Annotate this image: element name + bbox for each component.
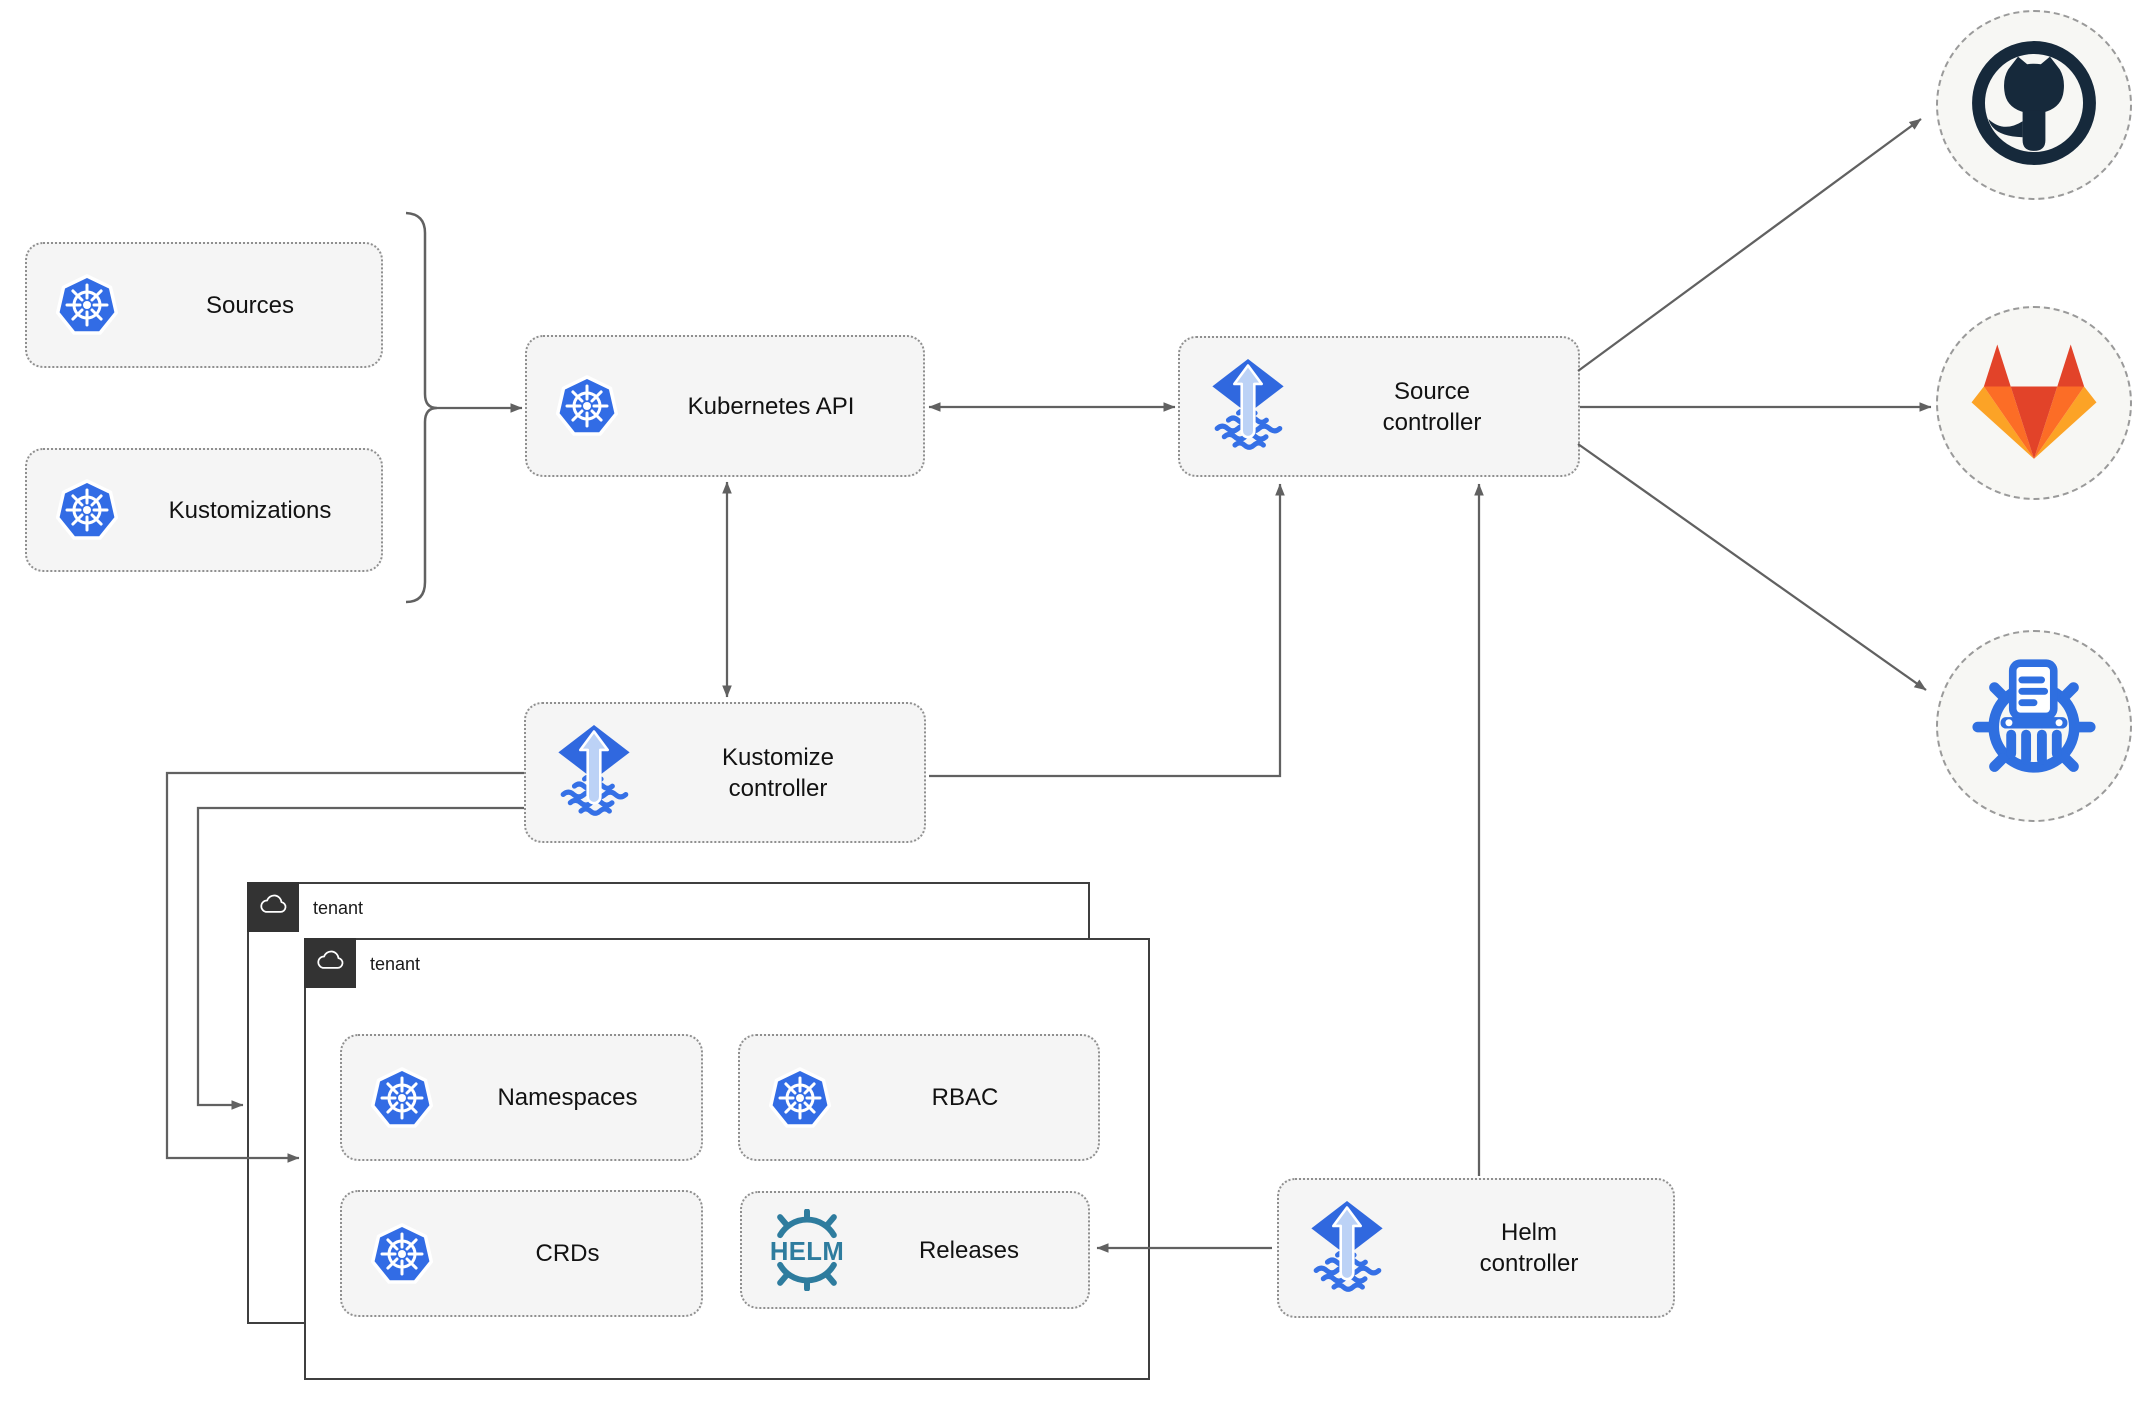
node-kubernetes-api-label: Kubernetes API bbox=[687, 392, 855, 420]
edge-kustomize-to-source-controller bbox=[929, 483, 1285, 778]
brace-sources-kustomizations bbox=[405, 211, 438, 604]
node-namespaces: Namespaces bbox=[340, 1034, 703, 1161]
label-line2: controller bbox=[1479, 1250, 1579, 1277]
label-line2: controller bbox=[728, 774, 828, 802]
gitlab-tanuki-icon bbox=[1970, 341, 2098, 466]
node-crds-label: CRDs bbox=[535, 1240, 600, 1267]
node-kustomizations: Kustomizations bbox=[25, 448, 383, 572]
flux-icon bbox=[556, 725, 632, 820]
tenant-outer-badge bbox=[247, 882, 299, 932]
tenant-inner-label: tenant bbox=[370, 954, 421, 974]
label-line1: Source bbox=[1393, 377, 1471, 405]
node-releases-label: Releases bbox=[918, 1236, 1020, 1264]
flux-icon bbox=[1210, 359, 1286, 454]
chart-repository-icon bbox=[1958, 648, 2110, 805]
node-releases: HELM Releases bbox=[740, 1191, 1090, 1309]
node-kubernetes-api: Kubernetes API bbox=[525, 335, 925, 477]
node-namespaces-label: Namespaces bbox=[497, 1084, 638, 1111]
cloud-icon bbox=[314, 948, 346, 979]
node-source-controller-label: Source controller bbox=[1286, 376, 1578, 438]
node-source-controller: Source controller bbox=[1178, 336, 1580, 477]
node-sources-label: Sources bbox=[205, 291, 295, 319]
cloud-icon bbox=[257, 892, 289, 923]
kubernetes-icon bbox=[55, 478, 119, 542]
edge-source-to-github bbox=[1577, 118, 1922, 372]
tenant-outer-label: tenant bbox=[313, 898, 364, 918]
edge-source-to-chart-repository bbox=[1577, 443, 1927, 691]
node-kustomize-controller-label: Kustomize controller bbox=[632, 742, 924, 804]
svg-text:HELM: HELM bbox=[770, 1238, 844, 1266]
label-line1: Helm bbox=[1500, 1219, 1557, 1246]
helm-icon: HELM bbox=[764, 1209, 850, 1291]
node-rbac-label: RBAC bbox=[931, 1084, 999, 1111]
node-kustomize-controller: Kustomize controller bbox=[524, 702, 926, 843]
node-kustomizations-label: Kustomizations bbox=[168, 496, 332, 524]
kubernetes-icon bbox=[555, 374, 619, 438]
kubernetes-icon bbox=[370, 1066, 434, 1130]
node-helm-controller-label: Helm controller bbox=[1385, 1217, 1673, 1279]
label-line2: controller bbox=[1382, 408, 1482, 436]
node-helm-controller: Helm controller bbox=[1277, 1178, 1675, 1318]
endpoint-github bbox=[1936, 10, 2132, 200]
flux-icon bbox=[1309, 1200, 1385, 1296]
tenant-inner-badge bbox=[304, 938, 356, 988]
node-rbac: RBAC bbox=[738, 1034, 1100, 1161]
node-crds: CRDs bbox=[340, 1190, 703, 1317]
github-octocat-icon bbox=[1958, 27, 2110, 184]
node-sources: Sources bbox=[25, 242, 383, 368]
endpoint-gitlab bbox=[1936, 306, 2132, 500]
kubernetes-icon bbox=[55, 273, 119, 337]
kubernetes-icon bbox=[768, 1066, 832, 1130]
kubernetes-icon bbox=[370, 1222, 434, 1286]
label-line1: Kustomize bbox=[721, 743, 835, 771]
endpoint-chart-repository bbox=[1936, 630, 2132, 822]
